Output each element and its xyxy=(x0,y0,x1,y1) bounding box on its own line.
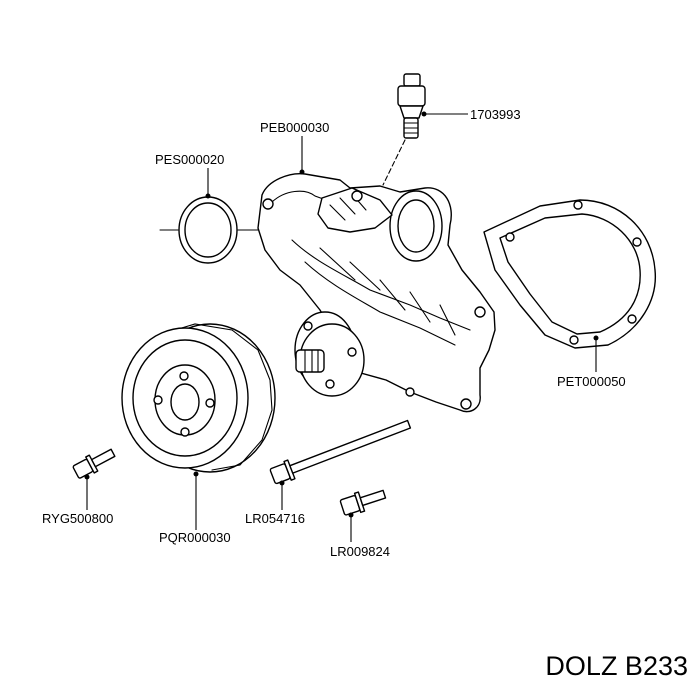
water-pump-housing xyxy=(257,173,496,413)
part-label-bolt-left: RYG500800 xyxy=(42,511,113,526)
sensor-axis-line xyxy=(382,139,406,186)
part-label-housing: PEB000030 xyxy=(260,120,329,135)
long-bolt xyxy=(269,419,412,485)
pulley xyxy=(121,323,276,473)
brand-part-number: DOLZ B233 xyxy=(545,651,688,681)
part-label-oring: PES000020 xyxy=(155,152,224,167)
small-bolt xyxy=(339,489,387,516)
part-label-sensor: 1703993 xyxy=(470,107,521,122)
bolt-left xyxy=(72,448,116,479)
part-label-gasket: PET000050 xyxy=(557,374,626,389)
temperature-sensor xyxy=(397,73,426,139)
gasket xyxy=(483,199,657,349)
part-label-small-bolt: LR009824 xyxy=(330,544,390,559)
part-label-pulley: PQR000030 xyxy=(159,530,231,545)
part-label-long-bolt: LR054716 xyxy=(245,511,305,526)
leader-lines xyxy=(84,111,599,542)
o-ring xyxy=(159,196,259,264)
